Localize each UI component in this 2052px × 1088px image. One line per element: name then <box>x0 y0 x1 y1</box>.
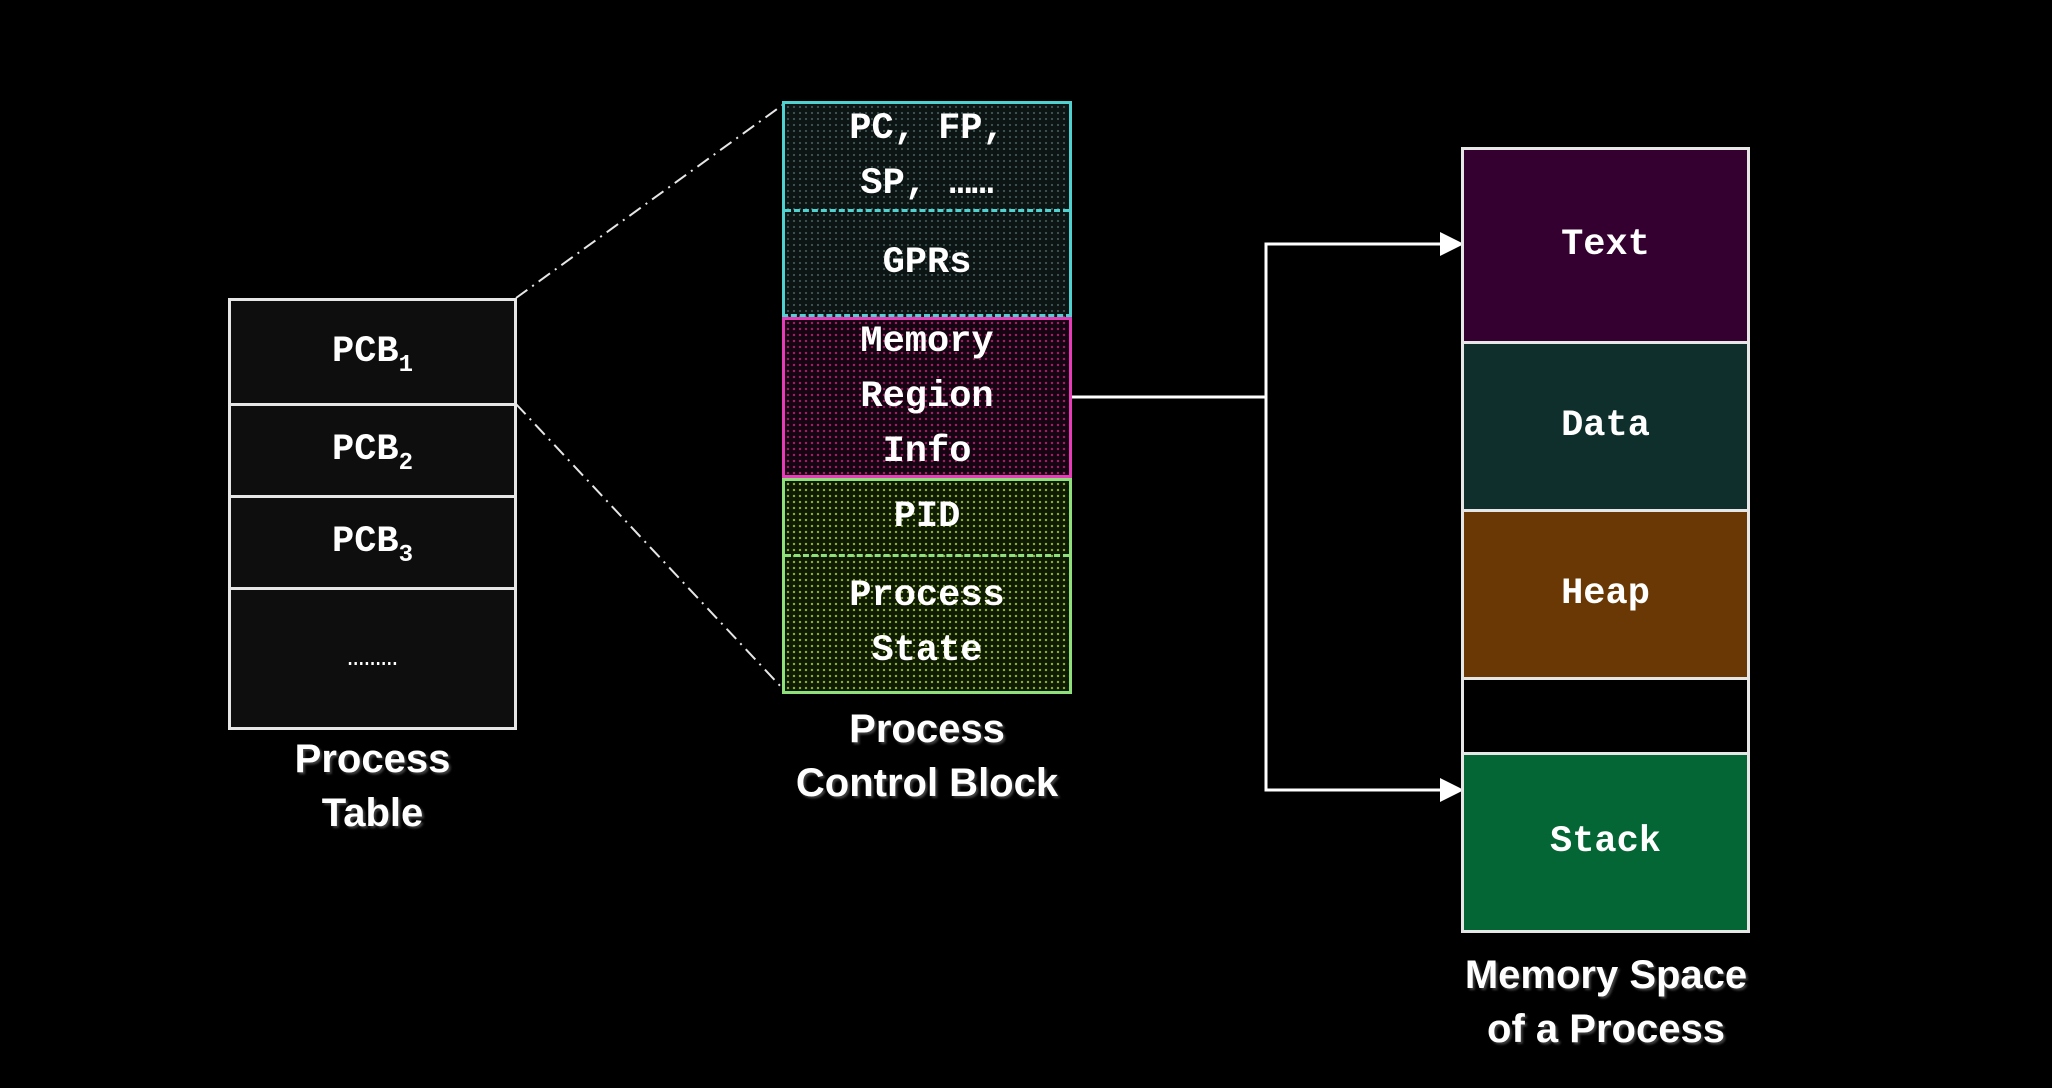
pcb-process-group: PID Process State <box>782 478 1072 694</box>
pcb-registers-field[interactable]: PC, FP, SP, …… <box>785 104 1069 212</box>
memory-stack-segment[interactable]: Stack <box>1461 752 1750 933</box>
arrow-to-text-icon <box>1440 232 1464 256</box>
zoom-line-top <box>515 103 785 299</box>
zoom-line-bottom <box>515 403 785 691</box>
process-table-caption: Process Table <box>294 737 451 835</box>
connector-to-text <box>1264 242 1448 397</box>
memory-heap-segment[interactable]: Heap <box>1461 509 1750 680</box>
pcb-register-group: PC, FP, SP, …… GPRs <box>782 101 1072 317</box>
row-ellipsis: ……… <box>347 643 398 674</box>
pcb-memory-region-field[interactable]: Memory Region Info <box>782 317 1072 478</box>
pcb-process-state-field[interactable]: Process State <box>849 575 1005 672</box>
memory-text-segment[interactable]: Text <box>1461 147 1750 344</box>
pcb-gprs-field[interactable]: GPRs <box>882 241 972 284</box>
process-table-row-pcb2[interactable]: PCB2 <box>228 403 517 498</box>
memory-space-caption: Memory Space of a Process <box>1464 953 1748 1051</box>
process-table-row-pcb1[interactable]: PCB1 <box>228 298 517 406</box>
process-control-block-caption: Process Control Block <box>795 707 1059 805</box>
memory-data-segment[interactable]: Data <box>1461 341 1750 512</box>
process-table-row-pcb3[interactable]: PCB3 <box>228 495 517 590</box>
row-label: PCB2 <box>331 429 414 477</box>
row-label: PCB3 <box>331 521 414 569</box>
row-label: PCB1 <box>331 330 414 379</box>
process-table-row-more[interactable]: ……… <box>228 587 517 730</box>
pcb-pid-field[interactable]: PID <box>785 481 1069 557</box>
arrow-to-stack-icon <box>1440 778 1464 802</box>
memory-free-gap[interactable] <box>1461 677 1750 755</box>
connector-to-stack <box>1264 397 1448 792</box>
